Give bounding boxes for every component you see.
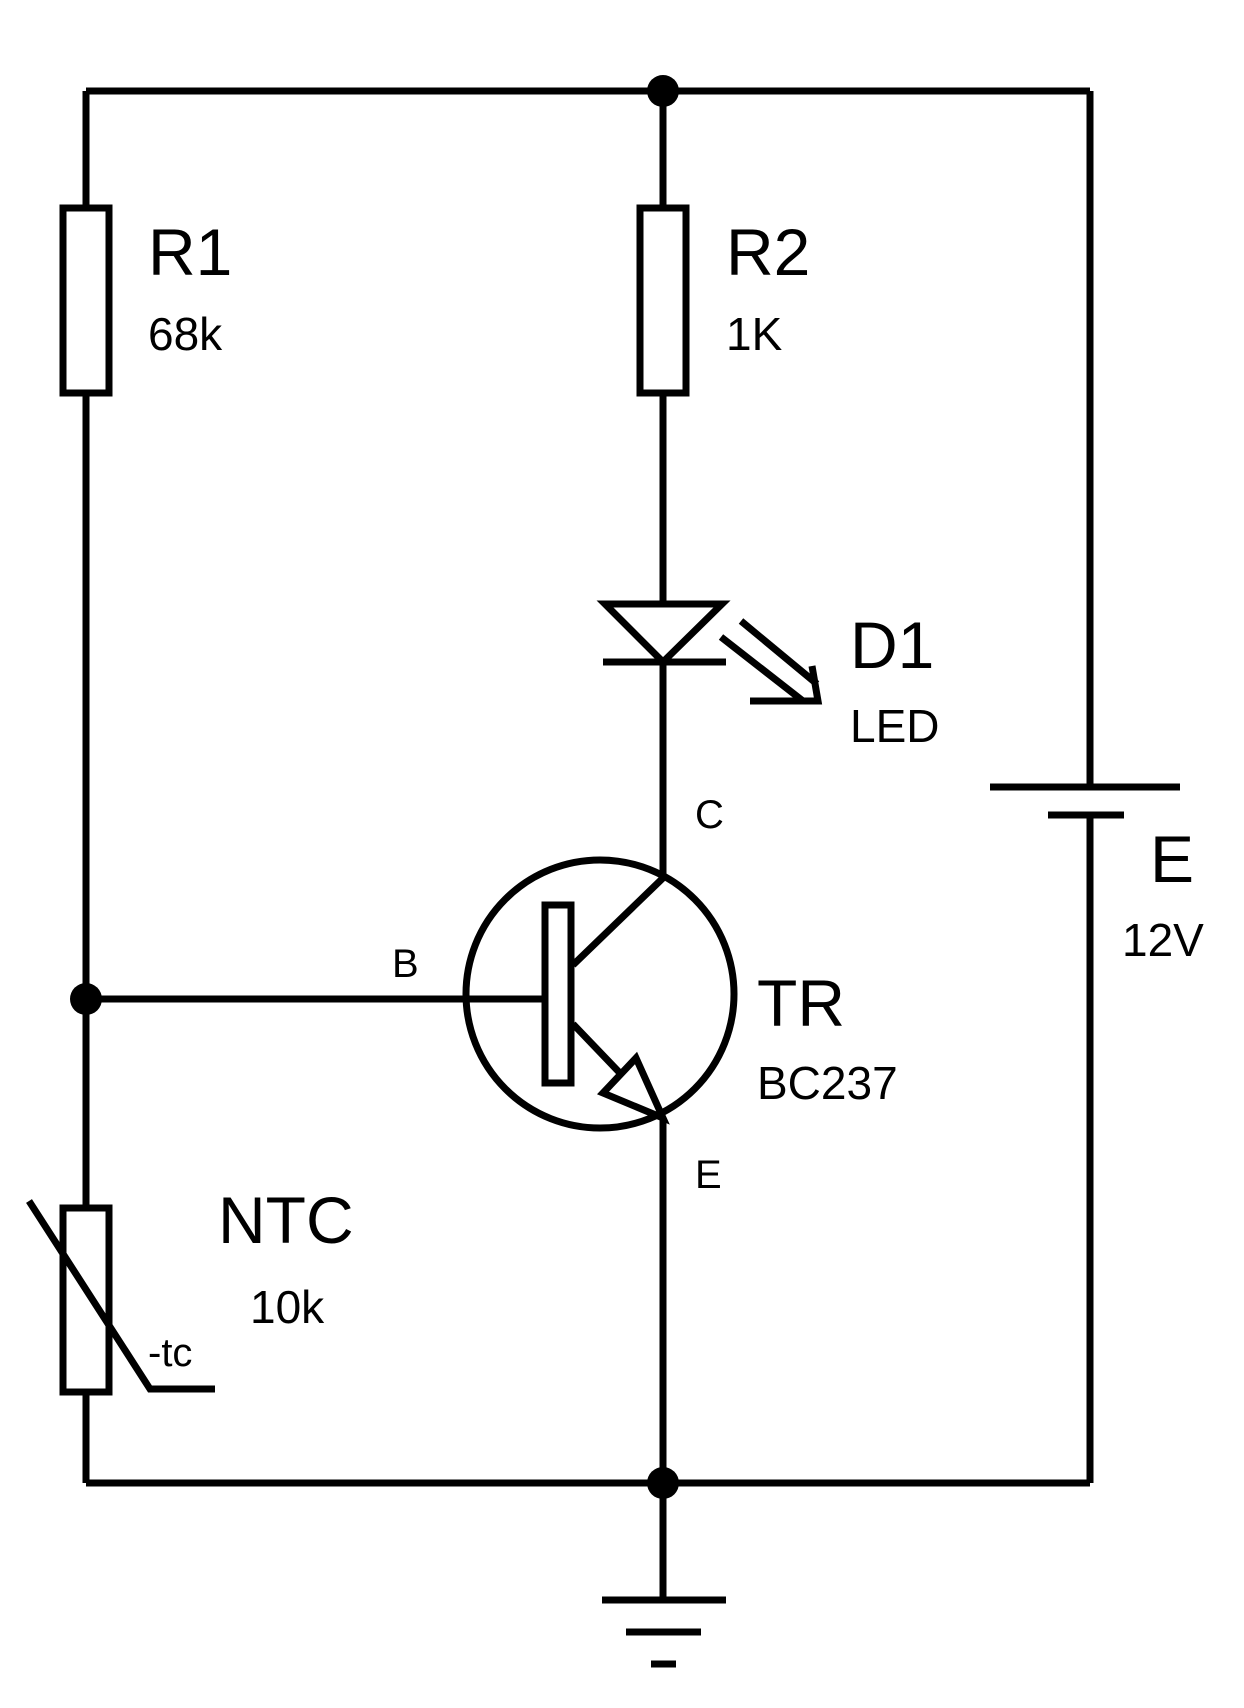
transistor-envelope bbox=[462, 856, 738, 1132]
thermistor-diagonal bbox=[26, 1199, 215, 1393]
transistor-collector-lead bbox=[570, 875, 666, 968]
battery-e: E 12V bbox=[990, 783, 1204, 966]
r1-value: 68k bbox=[148, 308, 223, 360]
led-emission-arrow bbox=[738, 618, 820, 687]
transistor-base-bar bbox=[541, 901, 575, 1087]
resistor-r1: R1 68k bbox=[59, 204, 232, 397]
led-d1: D1 LED bbox=[596, 600, 939, 752]
resistor-r2-body bbox=[636, 204, 690, 397]
ntc-value: 10k bbox=[250, 1281, 325, 1333]
thermistor-ntc: -tc NTC 10k bbox=[26, 1183, 354, 1396]
battery-name: E bbox=[1150, 822, 1194, 896]
thermistor-body bbox=[59, 1204, 113, 1396]
ntc-tc-label: -tc bbox=[148, 1331, 192, 1375]
led-triangle bbox=[596, 600, 731, 667]
pin-label-collector: C bbox=[695, 793, 724, 837]
r2-value: 1K bbox=[726, 308, 783, 360]
tr-value: BC237 bbox=[757, 1057, 898, 1109]
led-emission-arrow bbox=[718, 634, 806, 704]
battery-value: 12V bbox=[1122, 914, 1204, 966]
pin-label-base: B bbox=[392, 942, 419, 986]
tr-name: TR bbox=[757, 966, 845, 1040]
junction-dot-top bbox=[647, 75, 679, 107]
wires bbox=[82, 87, 1094, 1600]
junctions bbox=[70, 75, 679, 1499]
resistor-r1-body bbox=[59, 204, 113, 397]
resistor-r2: R2 1K bbox=[636, 204, 810, 397]
led-emission-arrowhead bbox=[750, 665, 823, 705]
junction-dot-bottom bbox=[647, 1467, 679, 1499]
ground-symbol bbox=[602, 1596, 726, 1668]
transistor-tr: C B E TR BC237 bbox=[392, 793, 898, 1197]
d1-value: LED bbox=[850, 700, 939, 752]
ntc-name: NTC bbox=[218, 1183, 354, 1257]
junction-dot-base bbox=[70, 983, 102, 1015]
r2-name: R2 bbox=[726, 215, 810, 289]
r1-name: R1 bbox=[148, 215, 232, 289]
d1-name: D1 bbox=[850, 608, 934, 682]
pin-label-emitter: E bbox=[695, 1153, 722, 1197]
transistor-emitter-arrowhead bbox=[596, 1051, 670, 1125]
